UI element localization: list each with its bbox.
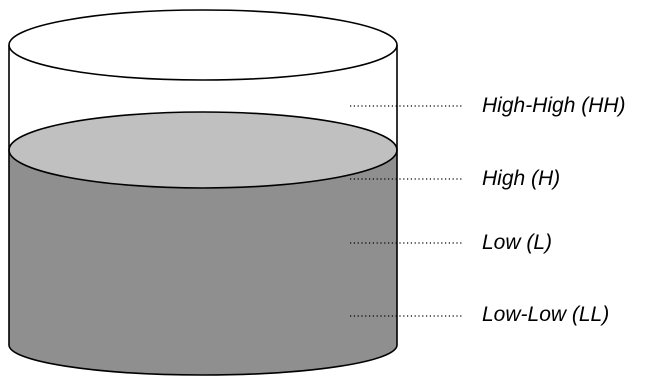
level-marker-ll: Low-Low (LL): [350, 303, 609, 326]
level-marker-h: High (H): [350, 167, 560, 190]
level-label-l: Low (L): [482, 231, 552, 254]
level-label-hh: High-High (HH): [482, 94, 626, 117]
tank-bottom-rim: [8, 344, 398, 376]
liquid-body: [9, 150, 397, 375]
liquid-surface: [8, 111, 398, 189]
level-marker-l: Low (L): [350, 231, 552, 254]
level-marker-hh: High-High (HH): [350, 94, 626, 117]
level-label-h: High (H): [482, 167, 560, 190]
level-label-ll: Low-Low (LL): [482, 303, 609, 326]
tank-top-opening: [8, 9, 398, 81]
